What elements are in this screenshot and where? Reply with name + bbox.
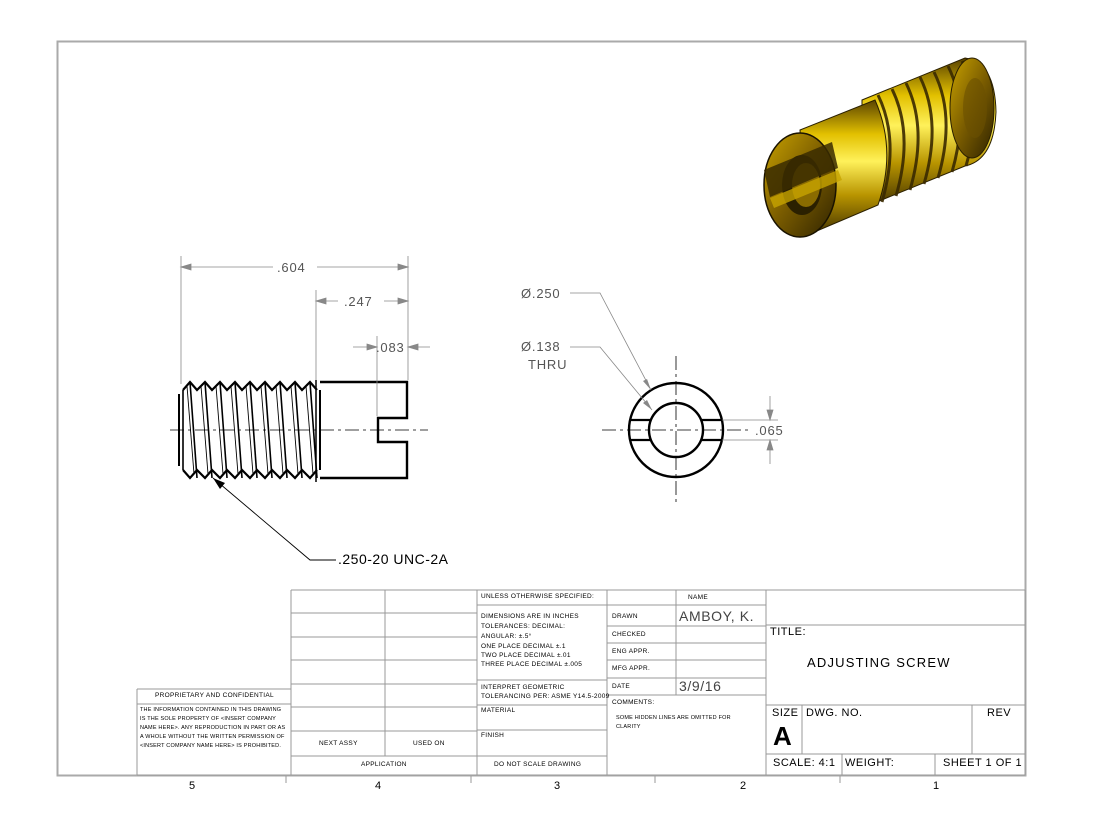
size-value: A [773, 721, 792, 751]
material-label: MATERIAL [481, 707, 516, 714]
weight-label: WEIGHT: [845, 757, 895, 769]
tolerance-line-4: ONE PLACE DECIMAL ±.1 [481, 643, 566, 650]
zone-label-5: 5 [189, 780, 196, 792]
dim-overall-length: .604 [277, 260, 306, 275]
outer-diameter-circle [627, 381, 725, 479]
finish-label: FINISH [481, 732, 505, 739]
side-view: .604 .247 .083 .250-20 UNC-2A [170, 256, 449, 567]
dim-outer-diameter: Ø.250 [521, 286, 560, 301]
mfg-appr-label: MFG APPR. [612, 665, 651, 672]
end-view: Ø.250 Ø.138 THRU .065 [521, 286, 784, 506]
title-block-grid [136, 589, 1026, 776]
rev-label: REV [987, 707, 1012, 719]
dim-hole-diameter: Ø.138 [521, 339, 560, 354]
dim-slot-width: .083 [376, 340, 405, 355]
drawing-title: ADJUSTING SCREW [807, 655, 951, 670]
zone-label-1: 1 [933, 780, 940, 792]
tolerance-line-5: TWO PLACE DECIMAL ±.01 [481, 652, 571, 659]
checked-label: CHECKED [612, 631, 646, 638]
proprietary-text: THE INFORMATION CONTAINED IN THIS DRAWIN… [140, 707, 286, 749]
comments-text: SOME HIDDEN LINES ARE OMITTED FOR CLARIT… [616, 715, 731, 730]
do-not-scale-label: DO NOT SCALE DRAWING [494, 761, 582, 768]
date-value: 3/9/16 [679, 678, 722, 694]
used-on-label: USED ON [413, 740, 445, 747]
dim-hole-note: THRU [528, 357, 567, 372]
zone-label-2: 2 [740, 780, 747, 792]
screw-head [320, 380, 409, 480]
thread-callout: .250-20 UNC-2A [338, 551, 449, 567]
geometric-line-2: TOLERANCING PER: ASME Y14.5-2009 [481, 693, 610, 700]
isometric-render [763, 57, 997, 238]
tolerance-line-6: THREE PLACE DECIMAL ±.005 [481, 661, 583, 668]
eng-appr-label: ENG APPR. [612, 648, 650, 655]
scale-label: SCALE: 4:1 [773, 757, 836, 769]
thru-hole-circle [647, 401, 705, 459]
proprietary-title: PROPRIETARY AND CONFIDENTIAL [155, 692, 274, 699]
next-assy-label: NEXT ASSY [319, 740, 358, 747]
geometric-line-1: INTERPRET GEOMETRIC [481, 684, 565, 691]
application-label: APPLICATION [361, 761, 407, 768]
date-label: DATE [612, 683, 631, 690]
zone-label-3: 3 [554, 780, 561, 792]
tolerance-line-2: TOLERANCES: DECIMAL: [481, 623, 566, 630]
sheet-label: SHEET 1 OF 1 [943, 757, 1023, 769]
title-label: TITLE: [770, 626, 807, 638]
comments-label: COMMENTS: [612, 699, 655, 706]
dim-slot-position: .247 [344, 294, 373, 309]
size-label: SIZE [772, 707, 799, 719]
zone-label-4: 4 [375, 780, 382, 792]
name-header: NAME [688, 594, 708, 601]
tolerance-line-1: DIMENSIONS ARE IN INCHES [481, 613, 579, 620]
dim-slot-flat: .065 [755, 423, 784, 438]
zone-ticks [285, 776, 841, 783]
tolerance-line-3: ANGULAR: ±.5° [481, 633, 532, 640]
drawn-by-value: AMBOY, K. [679, 608, 755, 624]
drawn-label: DRAWN [612, 613, 638, 620]
dwg-no-label: DWG. NO. [806, 707, 863, 719]
unless-specified-label: UNLESS OTHERWISE SPECIFIED: [481, 593, 595, 600]
